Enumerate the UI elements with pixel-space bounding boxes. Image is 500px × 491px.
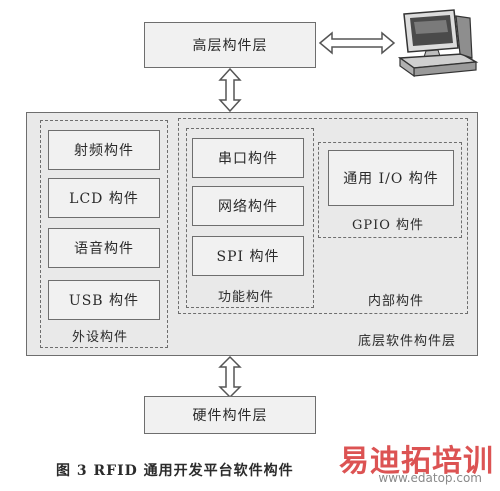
peripheral-item-label: LCD 构件: [69, 191, 139, 207]
vertical-double-arrow-icon-top: [218, 68, 242, 112]
peripheral-item-label: USB 构件: [68, 293, 140, 309]
peripheral-group-label: 外设构件: [72, 330, 129, 345]
double-arrow-icon: [318, 31, 396, 55]
vertical-double-arrow-icon-bottom: [218, 356, 242, 398]
gpio-item-label: 通用 I/O 构件: [343, 171, 439, 187]
bottom-layer-box: 硬件构件层: [144, 396, 316, 434]
peripheral-item-lcd: LCD 构件: [48, 178, 160, 218]
peripheral-item-label: 语音构件: [74, 241, 134, 257]
functional-item-label: 串口构件: [218, 151, 278, 167]
gpio-group-label: GPIO 构件: [352, 218, 425, 233]
figure-caption: 图 3 RFID 通用开发平台软件构件: [56, 463, 294, 479]
bottom-layer-label: 硬件构件层: [192, 408, 268, 424]
functional-item-label: SPI 构件: [216, 249, 280, 265]
internal-group-label: 内部构件: [368, 294, 425, 309]
gpio-group: [318, 142, 462, 238]
peripheral-item-voice: 语音构件: [48, 228, 160, 268]
functional-group: [186, 128, 314, 308]
functional-item-serial: 串口构件: [192, 138, 304, 178]
peripheral-item-usb: USB 构件: [48, 280, 160, 320]
peripheral-item-label: 射频构件: [74, 143, 134, 159]
top-layer-box: 高层构件层: [144, 22, 316, 68]
computer-icon: [397, 9, 479, 78]
top-layer-label: 高层构件层: [192, 38, 268, 54]
internal-group: [178, 118, 468, 314]
gpio-item-general-io: 通用 I/O 构件: [328, 150, 454, 206]
watermark-url: www.edatop.com: [378, 471, 482, 485]
functional-item-spi: SPI 构件: [192, 236, 304, 276]
functional-group-label: 功能构件: [218, 290, 275, 305]
base-layer-label: 底层软件构件层: [358, 334, 457, 349]
functional-item-label: 网络构件: [218, 199, 278, 215]
peripheral-item-rf: 射频构件: [48, 130, 160, 170]
functional-item-network: 网络构件: [192, 186, 304, 226]
peripheral-group: [40, 120, 168, 348]
watermark-brand: 易迪拓培训: [339, 444, 494, 479]
